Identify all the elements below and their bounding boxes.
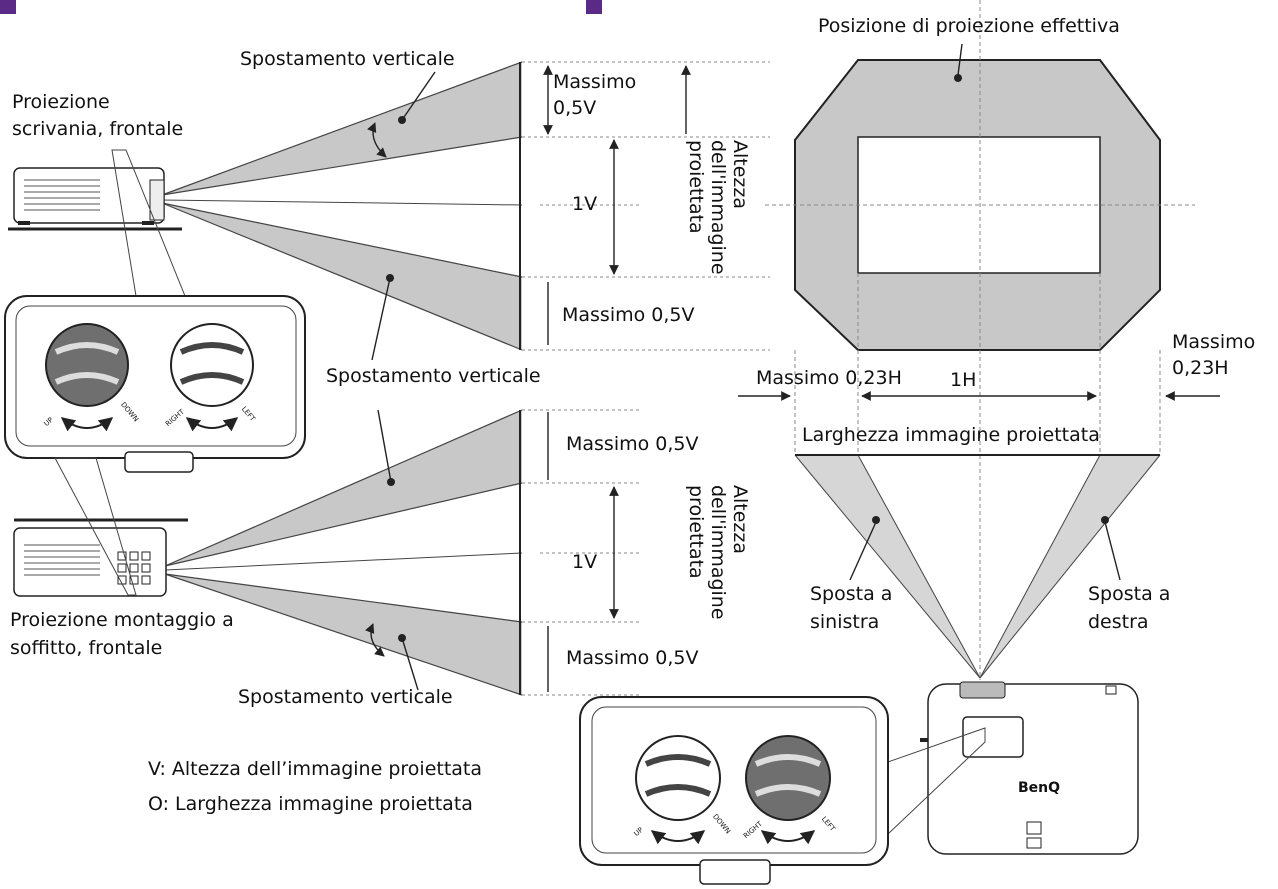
vertical-shift-label-bottom: Spostamento verticale	[238, 686, 453, 708]
max-05v-label-4: Massimo 0,5V	[566, 647, 699, 669]
image-height-top-line1: Altezza	[729, 140, 751, 210]
max-023h-right-line1: Massimo	[1172, 331, 1256, 353]
image-height-bottom-line3: proiettata	[685, 485, 707, 579]
lens-shift-panel-left	[4, 295, 306, 473]
image-height-top-line2: dell'immagine	[707, 140, 729, 275]
ceiling-front-label-line1: Proiezione montaggio a	[10, 609, 234, 631]
shift-right-label-line2: destra	[1088, 611, 1149, 633]
actual-position-label: Posizione di proiezione effettiva	[818, 15, 1120, 37]
legend-o: O: Larghezza immagine proiettata	[148, 793, 473, 815]
actual-position-pointer	[957, 43, 963, 76]
desk-dimension-lines	[522, 61, 770, 351]
shift-left-pointer	[849, 521, 877, 581]
top-view-projector	[920, 681, 1139, 855]
shift-right-label-line1: Sposta a	[1088, 583, 1171, 605]
actual-position-guides	[765, 0, 1195, 680]
one-v-label-bottom: 1V	[572, 551, 598, 573]
ceiling-beam-dot-top	[387, 478, 395, 486]
ceiling-projector	[13, 518, 188, 597]
shift-right-dot	[1101, 516, 1109, 524]
one-h-label: 1H	[950, 369, 977, 391]
ceiling-callout-cone	[54, 457, 137, 596]
header-accent-bar-left	[0, 0, 16, 14]
desk-projector	[8, 167, 182, 231]
shift-left-label-line2: sinistra	[810, 611, 880, 633]
desk-arrows	[367, 65, 691, 361]
max-023h-right-line2: 0,23H	[1172, 357, 1229, 379]
vertical-shift-label-mid: Spostamento verticale	[326, 365, 541, 387]
header-accent-bar-right	[586, 0, 602, 14]
desk-front-label-line2: scrivania, frontale	[12, 118, 184, 140]
ceiling-dimension-lines	[522, 409, 640, 696]
max-05v-label-3: Massimo 0,5V	[566, 433, 699, 455]
image-height-bottom-line1: Altezza	[729, 485, 751, 555]
max-023h-left-label: Massimo 0,23H	[756, 367, 902, 389]
actual-position-dot	[954, 74, 962, 82]
ceiling-beam-dot-bottom	[398, 634, 406, 642]
legend-v: V: Altezza dell’immagine proiettata	[148, 758, 483, 780]
max-05v-top-line1: Massimo	[553, 71, 637, 93]
ceiling-front-label-line2: soffitto, frontale	[10, 637, 163, 659]
vertical-shift-label-top: Spostamento verticale	[240, 48, 455, 70]
one-v-label-top: 1V	[572, 193, 598, 215]
max-05v-top-line2: 0,5V	[553, 97, 597, 119]
shift-left-dot	[872, 516, 880, 524]
desk-beam-dot-bottom	[386, 274, 394, 282]
max-05v-label-2: Massimo 0,5V	[562, 304, 695, 326]
ceiling-projection-beams	[164, 409, 523, 696]
desk-beam-dot-top	[398, 116, 406, 124]
ceiling-arrows	[365, 409, 619, 692]
image-height-top-line3: proiettata	[685, 140, 707, 234]
shift-left-label-line1: Sposta a	[810, 583, 893, 605]
horizontal-shift-beams	[794, 454, 1161, 679]
shift-right-pointer	[1104, 521, 1121, 581]
brand-logo: BenQ	[1018, 780, 1061, 796]
desk-front-label-line1: Proiezione	[12, 91, 110, 113]
image-width-label: Larghezza immagine proiettata	[802, 424, 1100, 446]
lens-shift-panel-right	[579, 696, 889, 885]
desk-projection-beams	[161, 61, 523, 351]
image-height-bottom-line2: dell'immagine	[707, 485, 729, 620]
